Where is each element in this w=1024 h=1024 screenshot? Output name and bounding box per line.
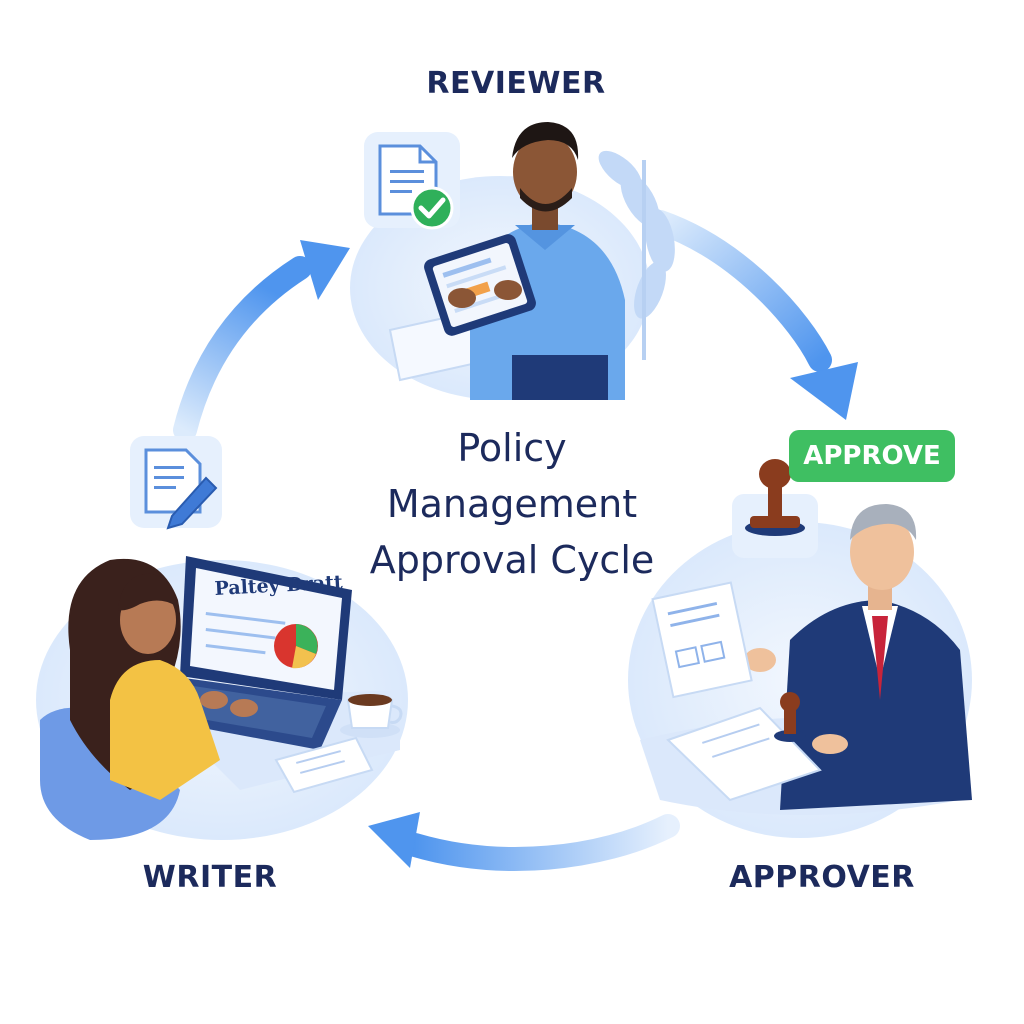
arrow-writer-to-reviewer: [173, 240, 350, 442]
approver-scene: [628, 504, 972, 838]
reviewer-scene: [350, 122, 675, 400]
approver-label: APPROVER: [729, 860, 915, 895]
center-title: Policy Management Approval Cycle: [312, 420, 712, 588]
arrow-approver-to-writer: [368, 812, 680, 871]
writer-scene: [36, 556, 408, 840]
title-line-1: Policy: [457, 426, 567, 470]
coffee-cup-icon: [340, 694, 403, 738]
rubber-stamp-icon: [732, 459, 818, 558]
arrow-reviewer-to-approver: [648, 210, 858, 420]
title-line-2: Management: [386, 482, 638, 526]
approve-badge: APPROVE: [789, 430, 955, 482]
document-check-icon: [364, 132, 460, 230]
document-edit-icon: [130, 436, 222, 530]
plant-decoration: [598, 150, 675, 360]
reviewer-label: REVIEWER: [426, 66, 606, 101]
title-line-3: Approval Cycle: [369, 538, 655, 582]
writer-label: WRITER: [142, 860, 278, 895]
